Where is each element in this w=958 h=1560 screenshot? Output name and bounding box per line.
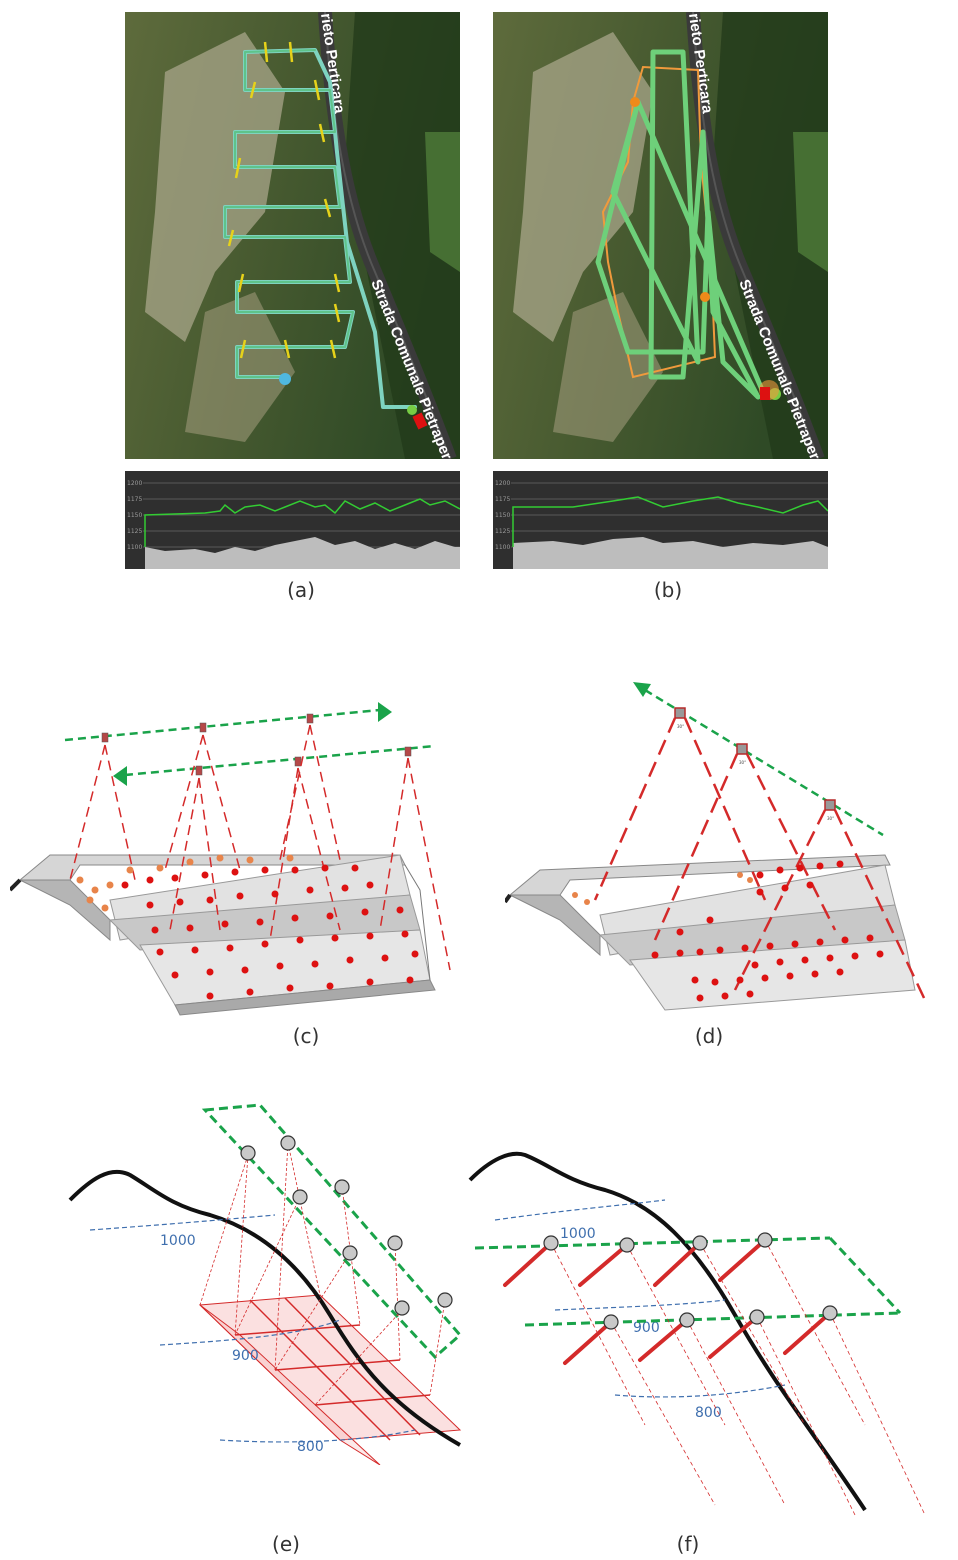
view-rays-c — [69, 724, 451, 971]
planned-path-b — [601, 65, 717, 379]
dark-forest — [345, 12, 460, 459]
projection-rays-f — [550, 1239, 926, 1516]
dark-forest — [713, 12, 828, 459]
tie-points-orange — [76, 854, 294, 912]
profile-tick: 1200 — [495, 480, 510, 487]
caption-d: (d) — [694, 1024, 724, 1048]
contour-label-900: 900 — [633, 1320, 660, 1336]
profile-tick: 1100 — [127, 544, 142, 551]
profile-tick: 1125 — [127, 528, 142, 535]
cameras-c — [101, 713, 412, 776]
camera-rays-e — [199, 1142, 446, 1406]
grass-patch — [425, 132, 460, 272]
caption-b: (b) — [653, 578, 683, 602]
profile-tick: 1150 — [127, 512, 142, 519]
flight-lines-c — [64, 708, 436, 777]
waypoint-marker — [630, 97, 640, 107]
bare-soil-patch — [553, 292, 663, 442]
start-point — [279, 373, 291, 385]
caption-e: (e) — [272, 1532, 300, 1556]
profile-tick: 1200 — [127, 480, 142, 487]
camera-angle-labels: 30° 30° 30° — [677, 724, 834, 821]
home-point — [407, 405, 417, 415]
caption-c: (c) — [292, 1024, 320, 1048]
terrain-profile — [513, 537, 828, 569]
flight-plane-e — [201, 1103, 463, 1360]
svg-text:30°: 30° — [677, 724, 684, 729]
tie-points-orange — [572, 872, 753, 905]
camera-positions-f — [543, 1232, 838, 1330]
profile-tick: 1175 — [495, 496, 510, 503]
waypoint-marker — [700, 292, 710, 302]
drone-marker — [760, 387, 770, 400]
profile-tick: 1150 — [495, 512, 510, 519]
contour-lines — [89, 1214, 416, 1443]
terraced-terrain — [505, 854, 916, 1011]
profile-tick: 1100 — [495, 544, 510, 551]
slope-profile — [468, 1151, 867, 1512]
svg-text:30°: 30° — [827, 816, 834, 821]
drone-marker — [412, 412, 428, 430]
svg-text:30°: 30° — [739, 760, 746, 765]
elevation-profile-a: 1200 1175 1150 1125 1100 — [125, 471, 460, 569]
contour-label-1000: 1000 — [560, 1226, 596, 1242]
arrowhead-left — [113, 766, 127, 786]
diagram-c-nadir-acquisition — [10, 702, 451, 1016]
contour-label-1000: 1000 — [160, 1233, 196, 1249]
camera-positions-e — [240, 1135, 453, 1316]
tie-points-red — [121, 864, 419, 1000]
tie-points-red — [651, 860, 884, 1002]
contour-label-800: 800 — [695, 1405, 722, 1421]
arrowhead-left — [633, 682, 651, 697]
contour-label-800: 800 — [297, 1439, 324, 1455]
terrain-profile — [145, 537, 460, 569]
profile-tick: 1125 — [495, 528, 510, 535]
caption-a: (a) — [287, 578, 315, 602]
flight-altitude-line — [144, 498, 460, 547]
view-rays-d — [593, 717, 927, 1001]
footprint-volume — [198, 1294, 462, 1465]
contour-label-900: 900 — [232, 1348, 259, 1364]
diagram-d-oblique-acquisition: 30° 30° 30° — [505, 682, 927, 1011]
map-a: rieto Perticara Strada Comunale Pietrape… — [125, 12, 460, 459]
terraced-terrain — [10, 854, 436, 1016]
flight-altitude-line — [512, 496, 828, 547]
grass-patch — [793, 132, 828, 272]
flight-path-a — [223, 48, 417, 409]
diagram-f-terrain-following: 1000 900 800 — [468, 1151, 926, 1516]
flight-path-b — [595, 49, 766, 400]
map-b: rieto Perticara Strada Comunale Pietrape… — [493, 12, 828, 459]
elevation-profile-b: 1200 1175 1150 1125 1100 — [493, 471, 828, 569]
camera-axes-f — [503, 1238, 832, 1365]
caption-f: (f) — [676, 1532, 700, 1556]
bare-soil-patch — [185, 292, 295, 442]
bare-soil-patch — [513, 32, 653, 342]
slope-profile — [68, 1169, 461, 1447]
profile-tick: 1175 — [127, 496, 142, 503]
arrowhead-right — [378, 702, 392, 722]
bare-soil-patch — [145, 32, 285, 342]
diagram-e-vertical-grid: 1000 900 800 — [68, 1103, 463, 1465]
camera-ticks-a — [227, 41, 341, 359]
contour-lines — [494, 1199, 786, 1398]
cameras-d — [674, 707, 836, 811]
